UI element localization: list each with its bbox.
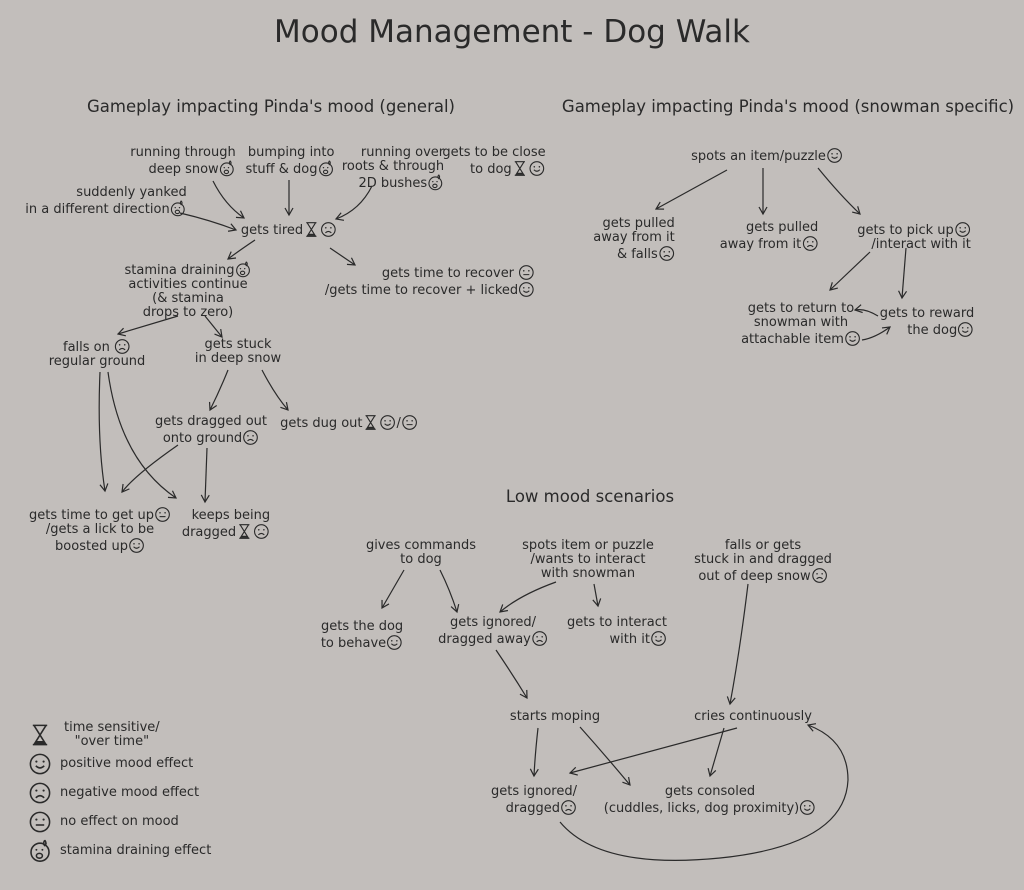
node-spots-item: spots an item/puzzle <box>691 147 843 164</box>
node-falls-stuck: falls or gets stuck in and dragged out o… <box>694 538 832 584</box>
happy-icon <box>826 147 843 164</box>
sad-icon <box>28 781 52 805</box>
hourglass-icon <box>236 523 253 540</box>
happy-icon <box>529 160 546 177</box>
stamina-icon <box>170 200 187 217</box>
hourglass-icon <box>512 160 529 177</box>
stamina-icon <box>427 174 444 191</box>
page-title: Mood Management - Dog Walk <box>274 14 750 50</box>
node-spots-item-low: spots item or puzzle /wants to interact … <box>522 538 654 581</box>
node-return-snowman: gets to return to snowman with attachabl… <box>741 302 861 347</box>
section-title-low-mood: Low mood scenarios <box>505 487 675 506</box>
neutral-icon <box>518 264 535 281</box>
node-running-deep-snow: running through deep snow <box>130 145 236 177</box>
section-title-snowman: Gameplay impacting Pinda's mood (snowman… <box>561 97 1015 116</box>
node-cries: cries continuously <box>694 709 812 724</box>
node-get-up: gets time to get up /gets a lick to be b… <box>29 506 171 554</box>
node-keeps-dragged: keeps being dragged <box>181 508 271 540</box>
legend-item-hourglass: time sensitive/"over time" <box>28 720 211 749</box>
node-dog-behave: gets the dog to behave <box>320 619 404 651</box>
node-interact: gets to interact with it <box>567 615 667 647</box>
node-stuck-deep-snow: gets stuck in deep snow <box>194 337 282 366</box>
node-gives-commands: gives commands to dog <box>365 538 477 567</box>
node-starts-moping: starts moping <box>509 709 601 724</box>
happy-icon <box>799 799 816 816</box>
sad-icon <box>320 221 337 238</box>
sad-icon <box>658 245 675 262</box>
neutral-icon <box>28 810 52 834</box>
neutral-icon <box>401 414 418 431</box>
legend-item-sad: negative mood effect <box>28 778 211 807</box>
hourglass-icon <box>363 414 380 431</box>
node-ignored-dragged: gets ignored/ dragged <box>491 784 577 816</box>
sad-icon <box>801 235 818 252</box>
neutral-icon <box>154 506 171 523</box>
section-title-general: Gameplay impacting Pinda's mood (general… <box>86 97 456 116</box>
happy-icon <box>650 630 667 647</box>
happy-icon <box>386 634 403 651</box>
node-gets-tired: gets tired <box>241 221 337 238</box>
node-reward-dog: gets to reward the dog <box>879 306 975 338</box>
happy-icon <box>28 752 52 776</box>
stamina-icon <box>28 839 52 863</box>
node-close-to-dog: gets to be close to dog <box>442 145 546 177</box>
node-dragged-out: gets dragged out onto ground <box>155 414 267 446</box>
node-yanked: suddenly yanked in a different direction <box>25 185 187 217</box>
sad-icon <box>560 799 577 816</box>
sad-icon <box>531 630 548 647</box>
node-stamina-continue: stamina draining activities continue (& … <box>125 261 252 320</box>
sad-icon <box>811 567 828 584</box>
node-consoled: gets consoled (cuddles, licks, dog proxi… <box>604 785 816 816</box>
stamina-icon <box>234 261 251 278</box>
node-ignored-dragged-away: gets ignored/ dragged away <box>438 616 548 647</box>
happy-icon <box>518 281 535 298</box>
node-pick-up: gets to pick up /interact with it <box>857 221 971 252</box>
legend-item-happy: positive mood effect <box>28 749 211 778</box>
node-recover: gets time to recover /gets time to recov… <box>325 264 535 298</box>
happy-icon <box>954 221 971 238</box>
sad-icon <box>253 523 270 540</box>
happy-icon <box>957 321 974 338</box>
stamina-icon <box>219 160 236 177</box>
sad-icon <box>114 338 131 355</box>
node-roots: running over roots & through 2D bushes <box>341 145 445 191</box>
happy-icon <box>844 330 861 347</box>
node-bumping: bumping into stuff & dog <box>245 145 335 177</box>
legend-item-neutral: no effect on mood <box>28 807 211 836</box>
stamina-icon <box>317 160 334 177</box>
legend: time sensitive/"over time" positive mood… <box>28 720 211 865</box>
happy-icon <box>380 414 397 431</box>
node-falls-regular: falls on regular ground <box>48 338 146 369</box>
node-pulled: gets pulled away from it <box>719 220 819 252</box>
node-dug-out: gets dug out/ <box>280 414 418 431</box>
hourglass-icon <box>303 221 320 238</box>
sad-icon <box>242 429 259 446</box>
happy-icon <box>128 537 145 554</box>
legend-item-stamina: stamina draining effect <box>28 836 211 865</box>
hourglass-icon <box>28 723 52 747</box>
node-pulled-falls: gets pulled away from it & falls <box>593 216 675 262</box>
